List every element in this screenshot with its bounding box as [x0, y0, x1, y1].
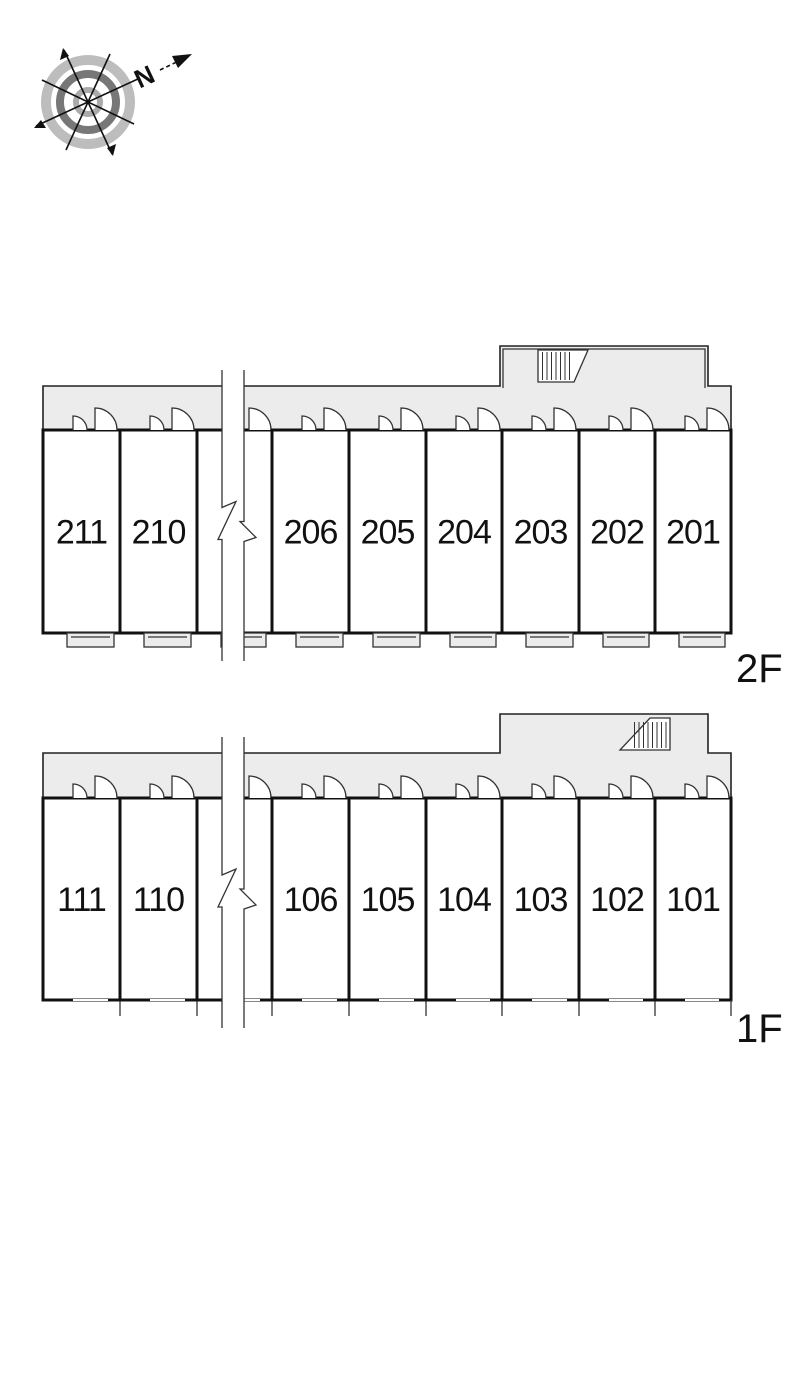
- unit-210: 210: [118, 407, 199, 648]
- compass-rose-icon: N: [34, 48, 192, 156]
- compass-north-letter: N: [129, 59, 159, 94]
- floor-label: 2F: [736, 647, 783, 691]
- unit-202: 202: [577, 407, 657, 648]
- unit-label: 105: [361, 881, 415, 919]
- unit-206: 206: [270, 407, 351, 648]
- unit-label: 111: [57, 881, 106, 919]
- unit-label: 206: [284, 514, 338, 552]
- unit-label: 110: [133, 881, 184, 919]
- unit-label: 202: [590, 514, 644, 552]
- staircase-icon: [537, 349, 589, 383]
- unit-104: 104: [424, 775, 504, 1016]
- unit-103: 103: [500, 775, 581, 1016]
- corridor: [42, 345, 732, 431]
- unit-203: 203: [500, 407, 581, 648]
- unit-label: 211: [56, 514, 107, 552]
- corridor: [42, 713, 732, 799]
- unit-204: 204: [424, 407, 504, 648]
- unit-101: 101: [653, 775, 733, 1016]
- unit-label: 102: [590, 881, 644, 919]
- unit-211: 211: [41, 407, 122, 648]
- break-line-icon: [216, 737, 258, 1028]
- unit-label: 201: [666, 514, 720, 552]
- break-line-icon: [216, 370, 258, 661]
- unit-label: 210: [132, 514, 186, 552]
- unit-label: 103: [514, 881, 568, 919]
- unit-label: 204: [437, 514, 491, 552]
- unit-205: 205: [347, 407, 428, 648]
- floor-label: 1F: [736, 1007, 783, 1051]
- unit-label: 203: [514, 514, 568, 552]
- staircase-icon: [618, 717, 671, 751]
- unit-105: 105: [347, 775, 428, 1016]
- unit-label: 104: [437, 881, 491, 919]
- unit-label: 205: [361, 514, 415, 552]
- floor-2F: 211 210 206 205 204 203 202 201 2F: [41, 345, 783, 691]
- unit-110: 110: [118, 775, 199, 1016]
- unit-201: 201: [653, 407, 733, 648]
- unit-111: 111: [41, 775, 122, 1016]
- unit-label: 101: [666, 881, 720, 919]
- unit-106: 106: [270, 775, 351, 1016]
- unit-label: 106: [284, 881, 338, 919]
- floor-1F: 111 110 106 105 104 103 102 101 1F: [41, 713, 783, 1051]
- unit-102: 102: [577, 775, 657, 1016]
